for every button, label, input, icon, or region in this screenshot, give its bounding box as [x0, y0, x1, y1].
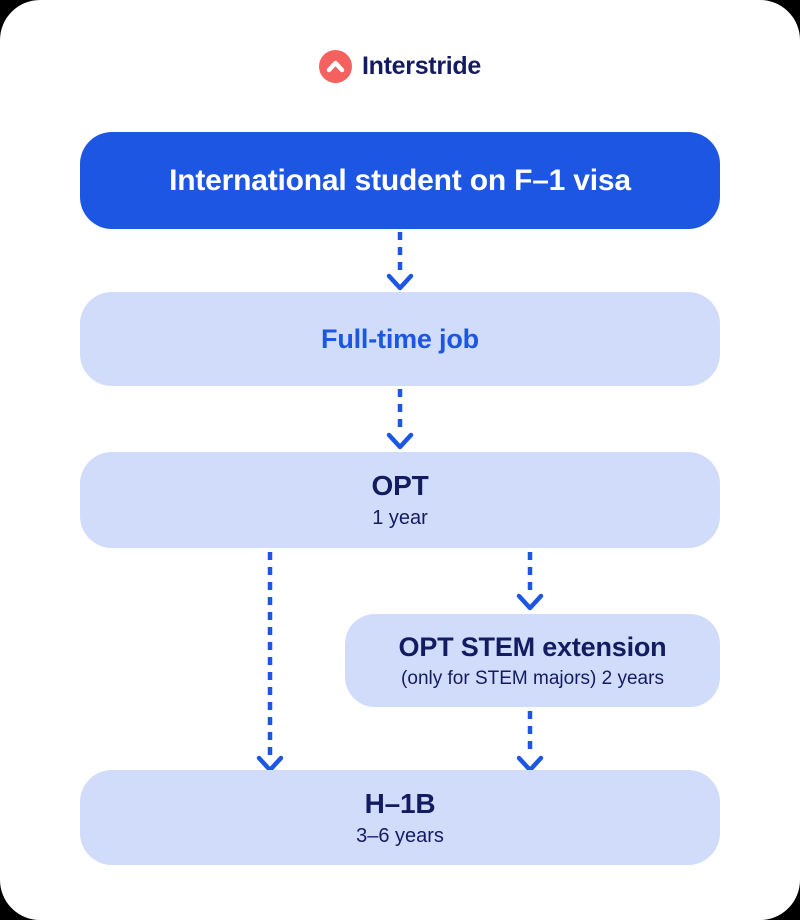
node-opt-sublabel: 1 year: [372, 507, 428, 529]
interstride-logo-icon: [319, 49, 353, 83]
node-full-time-job: Full-time job: [80, 292, 720, 386]
node-h1b-sublabel: 3–6 years: [356, 824, 444, 847]
arrow-opt-to-stem-icon: [516, 552, 544, 611]
arrow-job-to-opt-icon: [386, 389, 414, 450]
node-f1-visa: International student on F–1 visa: [80, 132, 720, 229]
node-f1-visa-label: International student on F–1 visa: [169, 163, 631, 197]
arrow-opt-to-h1b-icon: [256, 552, 284, 773]
node-opt-stem-label: OPT STEM extension: [398, 631, 667, 662]
arrow-stem-to-h1b-icon: [516, 711, 544, 773]
node-opt-stem-sublabel: (only for STEM majors) 2 years: [401, 667, 664, 689]
brand-name: Interstride: [362, 51, 481, 80]
node-opt-stem-extension: OPT STEM extension (only for STEM majors…: [345, 614, 720, 707]
node-h1b: H–1B 3–6 years: [80, 770, 720, 865]
node-opt: OPT 1 year: [80, 452, 720, 548]
node-h1b-label: H–1B: [364, 787, 436, 819]
arrow-f1-to-job-icon: [386, 232, 414, 291]
brand-logo: Interstride: [0, 48, 800, 84]
node-opt-label: OPT: [371, 470, 429, 501]
node-full-time-job-label: Full-time job: [321, 323, 479, 354]
